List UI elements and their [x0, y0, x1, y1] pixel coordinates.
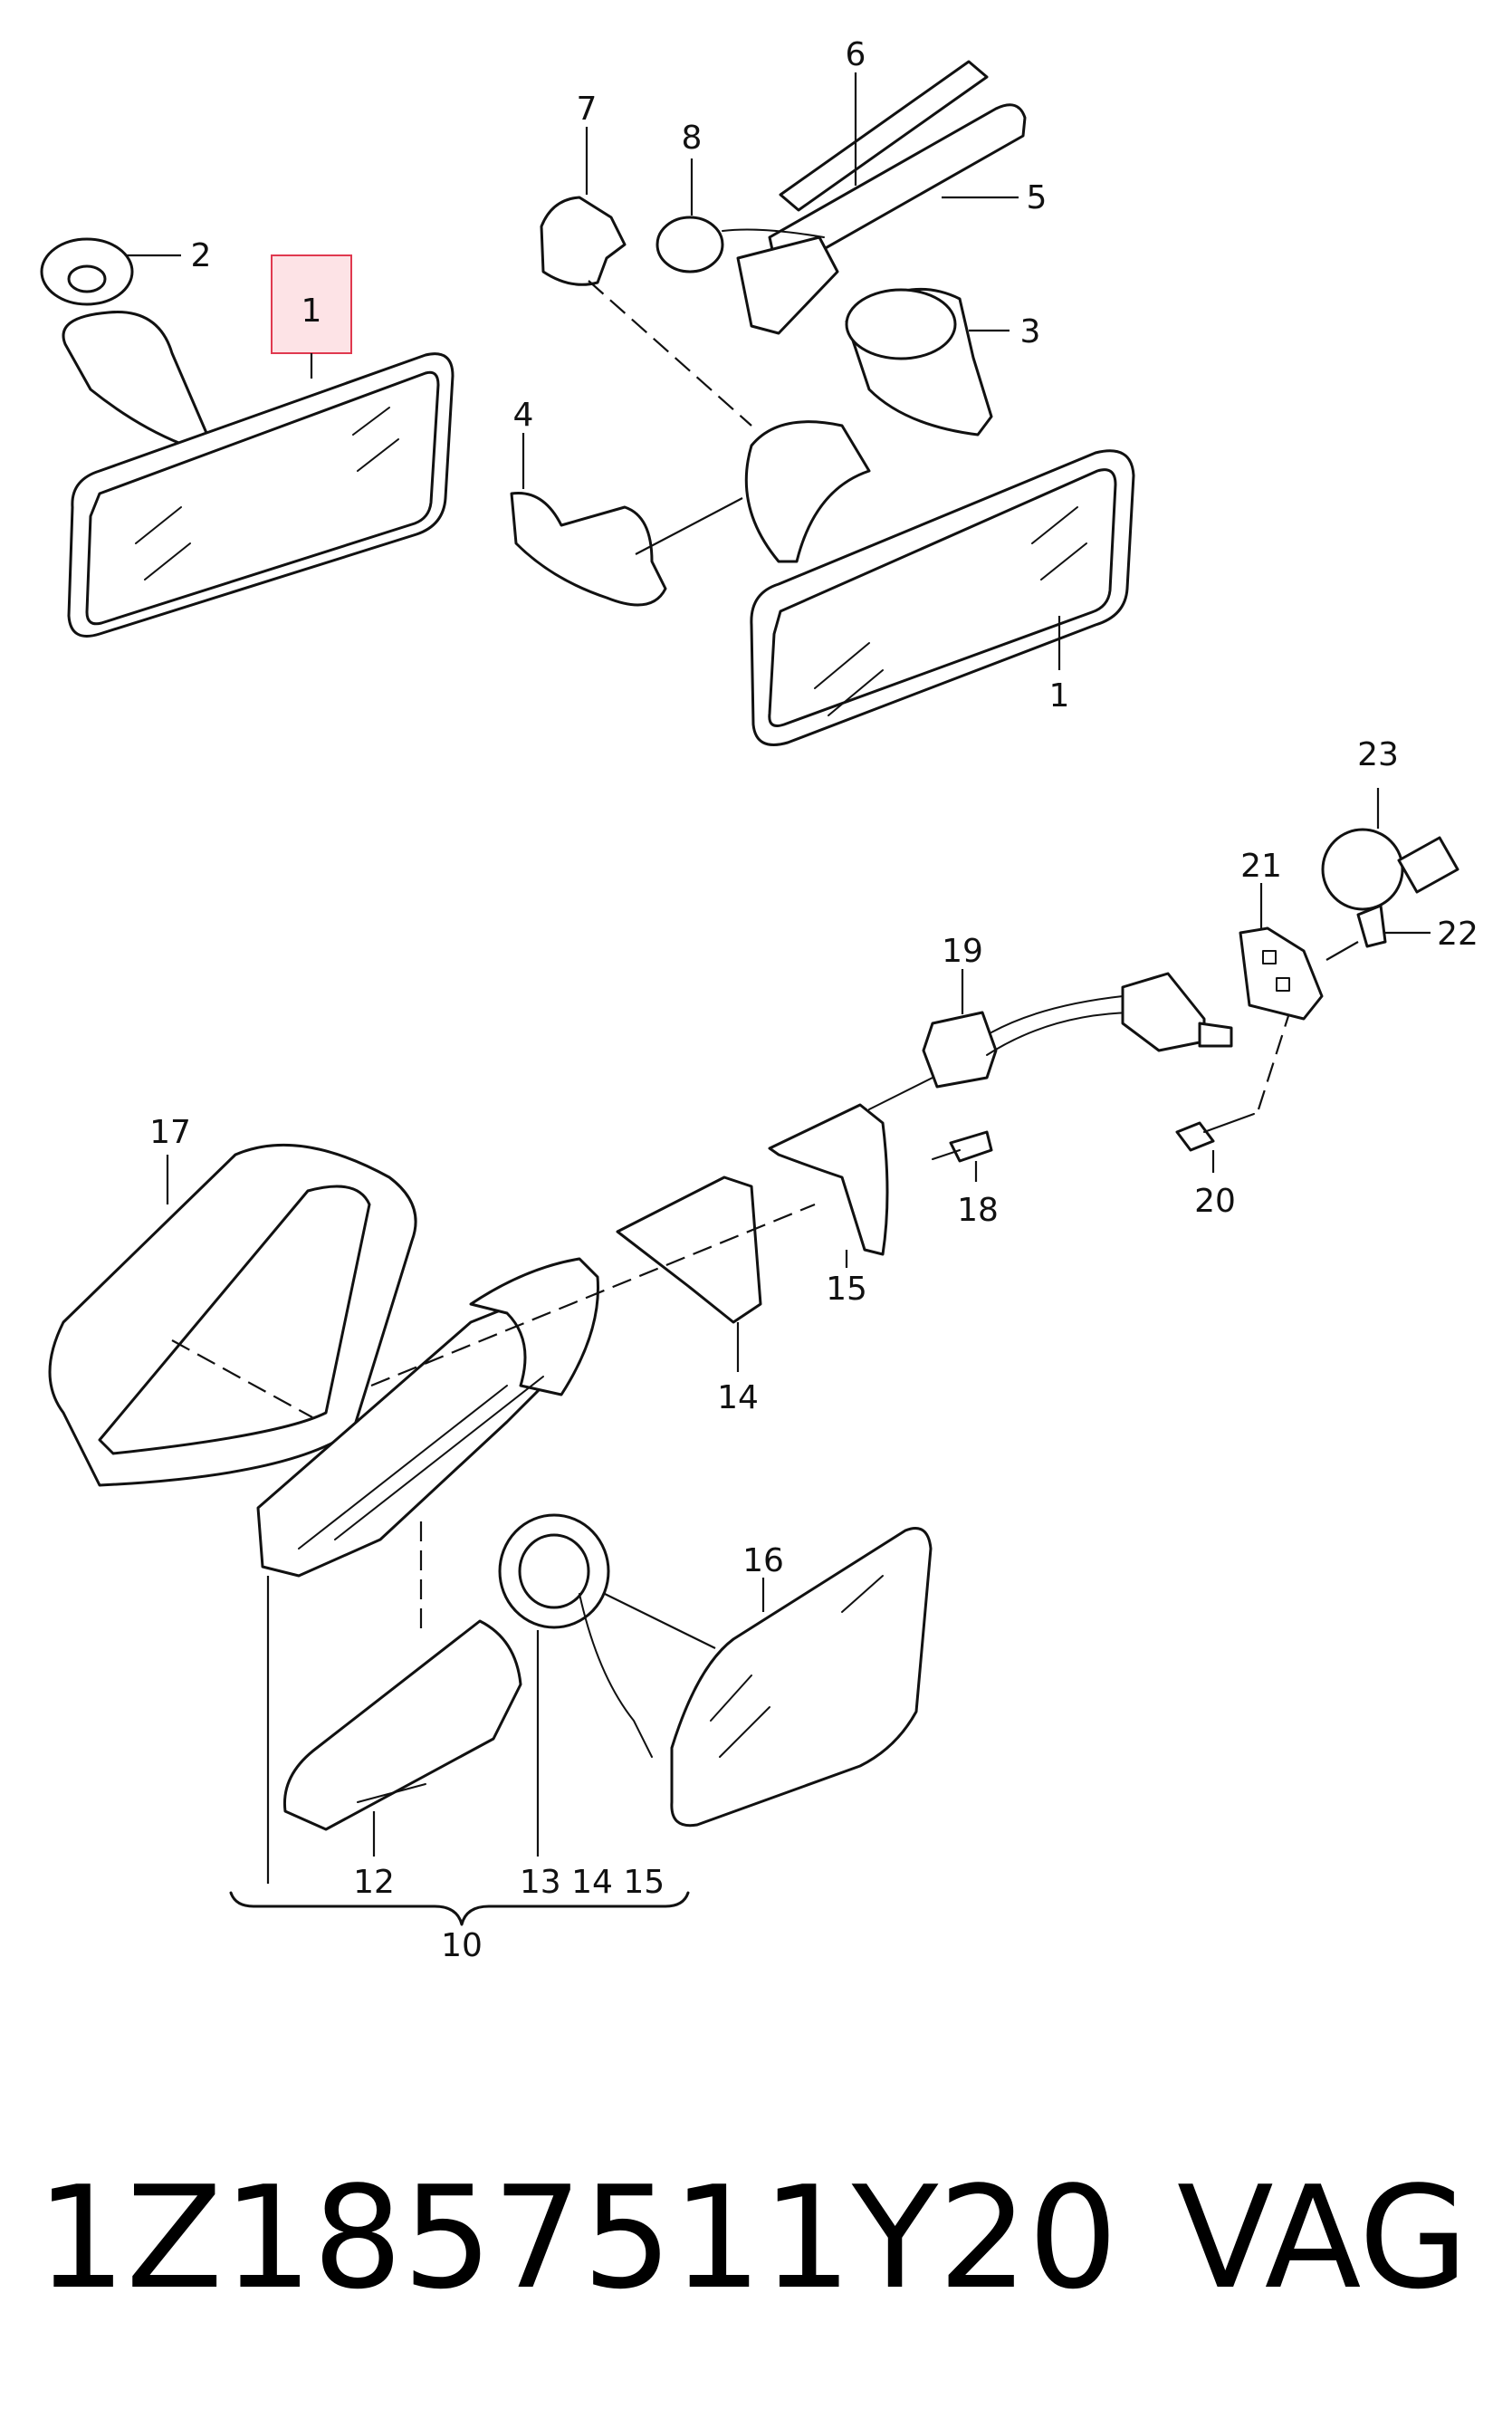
interior-mirror-right — [744, 420, 1135, 746]
trim-strip-6 — [779, 60, 989, 212]
brand-name: VAG — [1177, 2155, 1469, 2320]
callout-7: 7 — [577, 91, 598, 128]
mirror-glass-16 — [670, 1527, 933, 1828]
callout-3: 3 — [1020, 313, 1041, 350]
callout-8: 8 — [682, 120, 703, 157]
mirror-base-cover — [845, 287, 993, 437]
callout-2: 2 — [191, 237, 212, 274]
mirror-bracket-10 — [256, 1257, 599, 1578]
screw-18 — [932, 1130, 993, 1163]
callout-17: 17 — [149, 1114, 191, 1151]
clip-22 — [1356, 904, 1387, 948]
callout-1-highlight: 1 — [301, 293, 322, 330]
mirror-mount-base — [40, 237, 134, 306]
sensor-plug-8 — [656, 216, 839, 335]
highlighted-callout-1[interactable] — [271, 254, 352, 354]
mirror-cover-12 — [282, 1619, 522, 1831]
mirror-seal-15 — [768, 1103, 889, 1256]
callout-23: 23 — [1357, 736, 1399, 773]
mirror-housing-17 — [48, 1143, 417, 1487]
mirror-clip-7 — [540, 196, 627, 286]
mount-plate-21 — [1239, 926, 1324, 1021]
callout-22: 22 — [1437, 916, 1479, 953]
interior-mirror-left — [62, 311, 455, 638]
callout-18: 18 — [957, 1192, 999, 1229]
callout-1-lower: 1 — [1049, 677, 1070, 715]
mirror-plate-14 — [616, 1175, 762, 1324]
glass-actuator-13 — [498, 1513, 653, 1758]
callout-20: 20 — [1194, 1183, 1236, 1220]
cap-23 — [1321, 828, 1459, 911]
callout-5: 5 — [1027, 179, 1048, 216]
callout-19: 19 — [942, 933, 983, 970]
group-bracket-10 — [229, 1891, 690, 1926]
callout-21: 21 — [1240, 848, 1282, 885]
part-number: 1Z1857511Y20 — [36, 2155, 1118, 2320]
callout-6: 6 — [846, 36, 866, 73]
wiring-harness-19 — [868, 972, 1233, 1110]
callout-16: 16 — [742, 1542, 784, 1579]
callout-15: 15 — [826, 1271, 867, 1308]
callout-10: 10 — [441, 1927, 483, 1964]
mirror-trim-cover — [510, 491, 667, 607]
callout-13-14-15: 13 14 15 — [520, 1864, 665, 1901]
callout-4: 4 — [513, 397, 534, 434]
screw-20 — [1175, 1113, 1255, 1152]
callout-14: 14 — [717, 1379, 759, 1416]
callout-12: 12 — [353, 1864, 395, 1901]
